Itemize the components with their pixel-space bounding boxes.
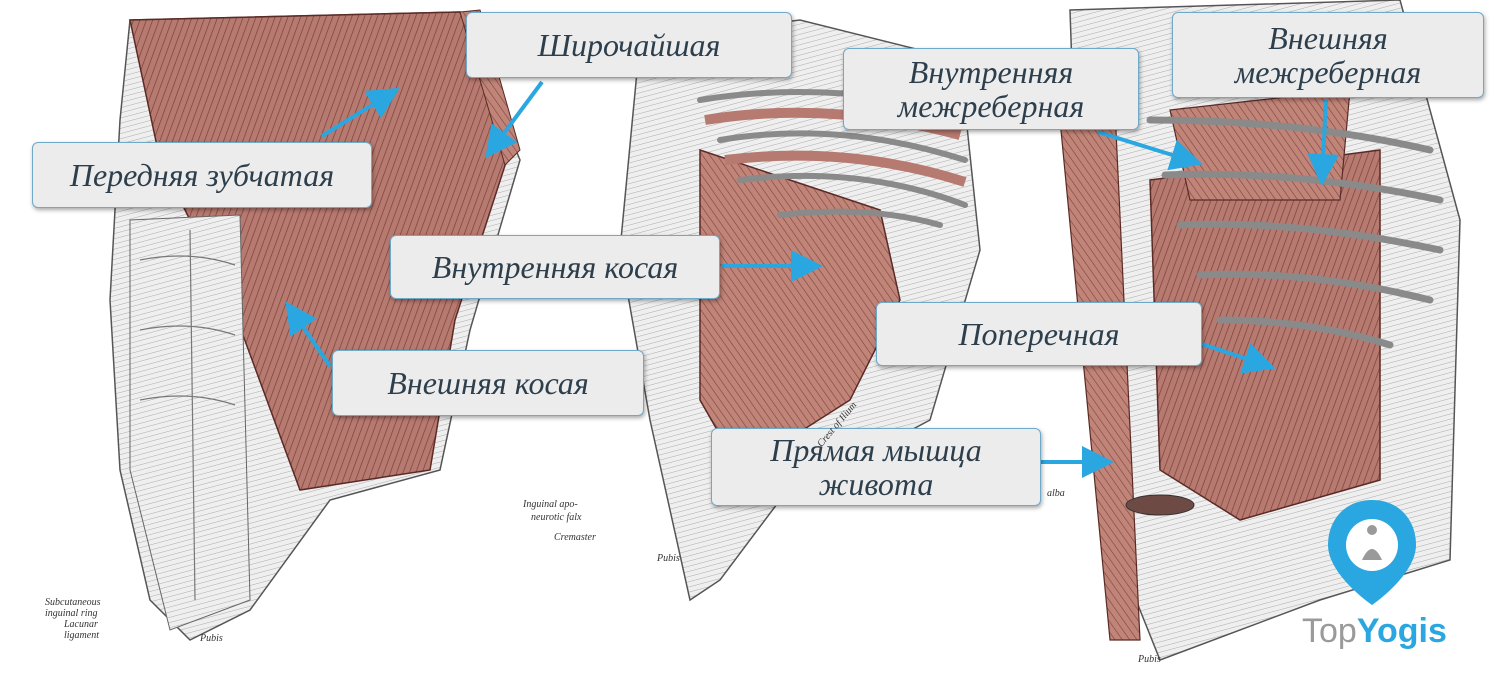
callout-internal-oblique-text: Внутренняя косая [431,249,679,285]
middle-torso-figure [619,19,981,602]
topyogis-logo-text: TopYogis [1302,612,1447,651]
label-pubis-mid: Pubis [657,553,680,564]
callout-serratus-anterior: Передняя зубчатая [32,142,372,208]
brand-yogis: Yogis [1356,612,1447,650]
callout-rectus-line1: Прямая мышца [770,432,982,468]
arrow-external-intercostal [1307,99,1340,186]
callout-external-intercostal: Внешняя межреберная [1172,12,1484,98]
label-inguinal-ring: inguinal ring [45,608,98,619]
callout-rectus-line2: живота [818,466,934,502]
callout-serratus-text: Передняя зубчатая [69,157,335,193]
label-ligament: ligament [64,630,99,641]
left-torso-figure [109,9,521,641]
callout-latissimus-text: Широчайшая [537,27,721,63]
label-alba: alba [1047,488,1065,499]
callout-internal-oblique: Внутренняя косая [390,235,720,299]
arrow-serratus [320,87,400,138]
label-subcutaneous: Subcutaneous [45,597,101,608]
arrow-external-oblique [285,301,332,368]
callout-internal-intercostal-line1: Внутренняя [908,54,1074,90]
arrow-transverse [1201,342,1276,374]
callout-external-oblique-text: Внешняя косая [387,365,589,401]
callout-latissimus: Широчайшая [466,12,792,78]
topyogis-pin-icon [1328,500,1416,605]
label-neurotic-falx: neurotic falx [531,512,582,523]
label-pubis-left: Pubis [200,633,223,644]
label-inguinal-apo: Inguinal apo- [523,499,578,510]
callout-internal-intercostal: Внутренняя межреберная [843,48,1139,130]
pointer-arrows [285,80,1340,478]
arrow-internal-intercostal [1097,130,1203,171]
callout-external-intercostal-line2: межреберная [1234,54,1422,90]
label-lacunar: Lacunar [64,619,98,630]
brand-top: Top [1302,612,1357,650]
label-pubis-right: Pubis [1138,654,1161,665]
arrow-latissimus [485,80,544,159]
label-cremaster: Cremaster [554,532,596,543]
callout-external-oblique: Внешняя косая [332,350,644,416]
callout-internal-intercostal-line2: межреберная [897,88,1085,124]
callout-transverse-text: Поперечная [958,316,1120,352]
callout-transverse: Поперечная [876,302,1202,366]
callout-external-intercostal-line1: Внешняя [1268,20,1388,56]
callout-rectus-abdominis: Прямая мышца живота [711,428,1041,506]
